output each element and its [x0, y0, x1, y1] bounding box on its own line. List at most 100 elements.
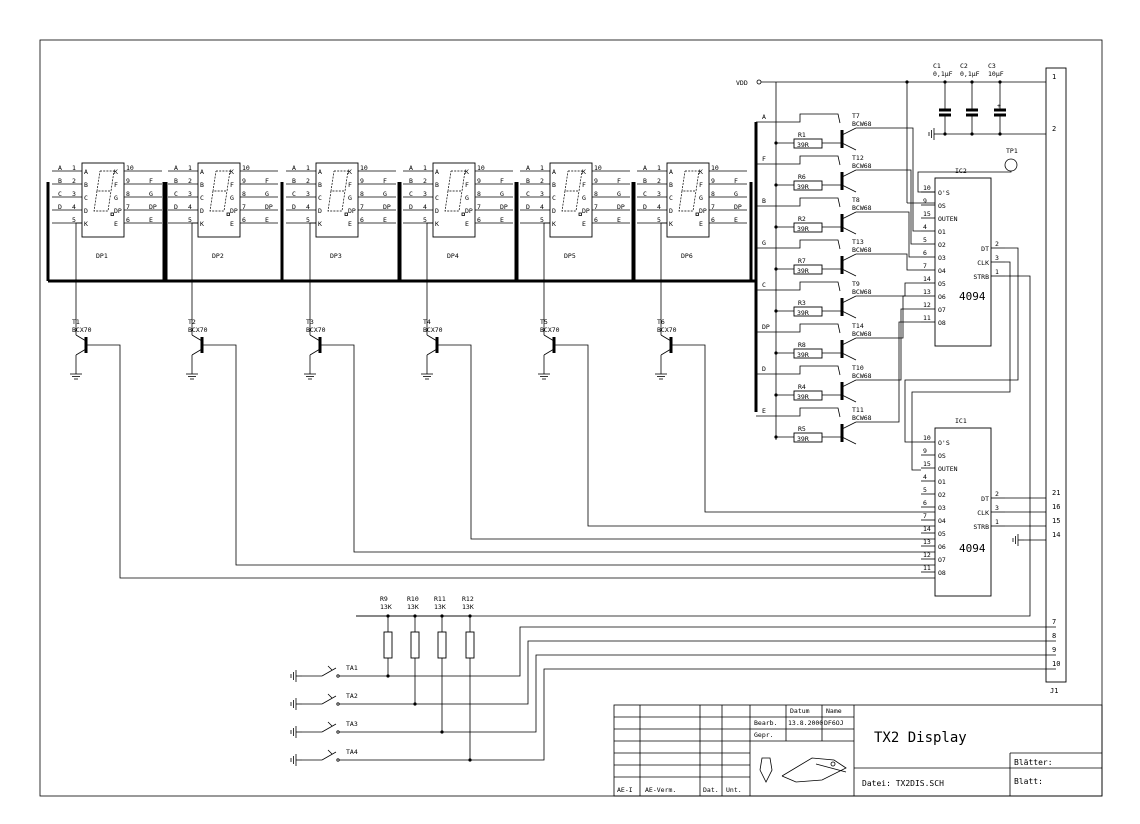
ic-part-number: 4094	[959, 290, 986, 303]
common-cathode-wire	[309, 222, 316, 335]
ic-pin-number: 6	[923, 499, 927, 507]
transistor-type: BCW68	[852, 162, 872, 170]
wire	[75, 348, 87, 356]
display-pin-number: 3	[657, 190, 661, 198]
ic-pin-number: 15	[923, 460, 931, 468]
cascade-wire	[904, 247, 1019, 443]
display-pin-inner: DP	[699, 207, 707, 215]
display-pin-signal: D	[643, 203, 647, 211]
display-pin-number: 9	[242, 177, 246, 185]
resistor-ref: R4	[798, 383, 806, 391]
ic-pin-number: 2	[995, 490, 999, 498]
resistor-ref: R6	[798, 173, 806, 181]
switch-ref: TA1	[346, 664, 358, 672]
title-col-datum: Datum	[790, 707, 810, 715]
base-drive-wire	[320, 344, 935, 553]
display-pin-inner: G	[114, 194, 118, 202]
display-ref: DP6	[681, 252, 693, 260]
resistor-value: 39R	[797, 141, 809, 149]
resistor-value: 13K	[462, 603, 474, 611]
strobe-bus-wire	[356, 275, 1031, 617]
display-pin-number: 6	[477, 216, 481, 224]
display-pin-inner: G	[582, 194, 586, 202]
transistor-type: BCW68	[852, 246, 872, 254]
transistor-type: BCX70	[423, 326, 443, 334]
display-pin-number: 7	[242, 203, 246, 211]
display-pin-inner: F	[582, 181, 586, 189]
display-pin-signal: F	[500, 177, 504, 185]
switch-ref: TA3	[346, 720, 358, 728]
capacitor-ref: C3	[988, 62, 996, 70]
wire	[191, 334, 203, 342]
display-pin-number: 4	[657, 203, 661, 211]
display-pin-number: 4	[540, 203, 544, 211]
base-drive-wire	[86, 344, 935, 579]
display-pin-number: 7	[711, 203, 715, 211]
wire	[841, 337, 857, 346]
ic-pin-label: O7	[938, 306, 946, 314]
ic-pin-number: 9	[923, 197, 927, 205]
display-pin-number: 5	[72, 216, 76, 224]
segment-control-wire	[856, 295, 921, 339]
display-pin-inner: A	[84, 168, 88, 176]
display-body	[197, 162, 241, 238]
switch-output-wire	[339, 640, 1056, 705]
display-pin-inner: F	[230, 181, 234, 189]
wire	[426, 348, 438, 356]
display-pin-number: 6	[242, 216, 246, 224]
segment-collector-wire	[756, 197, 841, 208]
capacitor-value: 0,1µF	[933, 70, 953, 78]
wire	[815, 763, 847, 773]
display-pin-inner: C	[552, 194, 556, 202]
segment-collector-wire	[756, 239, 841, 250]
digit-upper-segments	[212, 170, 231, 192]
digit-lower-segments	[444, 190, 463, 212]
connector-ref: J1	[1050, 687, 1058, 695]
resistor-ref: R9	[380, 595, 388, 603]
title-blaetter: Blätter:	[1014, 758, 1053, 767]
ic-pin-label: O7	[938, 556, 946, 564]
display-pin-inner: K	[318, 220, 322, 228]
resistor-ref: R7	[798, 257, 806, 265]
ic-pin-label: O6	[938, 543, 946, 551]
display-pin-number: 4	[72, 203, 76, 211]
resistor-ref: R10	[407, 595, 419, 603]
display-pin-number: 7	[594, 203, 598, 211]
test-point-ref: TP1	[1006, 147, 1018, 155]
drawing-frame	[39, 39, 1103, 797]
segment-collector-wire	[756, 113, 841, 124]
junction-dot	[943, 80, 947, 84]
display-pin-signal: B	[58, 177, 62, 185]
display-pin-number: 1	[72, 164, 76, 172]
digit-upper-segments	[330, 170, 349, 192]
junction-dot	[774, 141, 778, 145]
display-pin-number: 10	[594, 164, 602, 172]
ic-pin-label: O5	[938, 280, 946, 288]
ic-pin-label: O8	[938, 569, 946, 577]
junction-dot	[468, 758, 472, 762]
wire	[841, 352, 857, 361]
ic-pin-label: O3	[938, 504, 946, 512]
shift-register-ic1: IC1409410O'S9OS15OUTEN4O15O26O37O414O513…	[921, 417, 1005, 597]
transistor-type: BCX70	[72, 326, 92, 334]
ic-pin-number: 12	[923, 551, 931, 559]
display-pin-inner: B	[435, 181, 439, 189]
display-pin-number: 2	[306, 177, 310, 185]
resistor-value: 39R	[797, 393, 809, 401]
resistor-ref: R3	[798, 299, 806, 307]
switch-ref: TA2	[346, 692, 358, 700]
display-pin-inner: A	[435, 168, 439, 176]
display-pin-number: 1	[188, 164, 192, 172]
transistor-type: BCW68	[852, 120, 872, 128]
segment-bus-label: E	[762, 407, 766, 415]
segment-resistor	[793, 306, 823, 317]
connector-pin-number: 7	[1052, 618, 1056, 626]
